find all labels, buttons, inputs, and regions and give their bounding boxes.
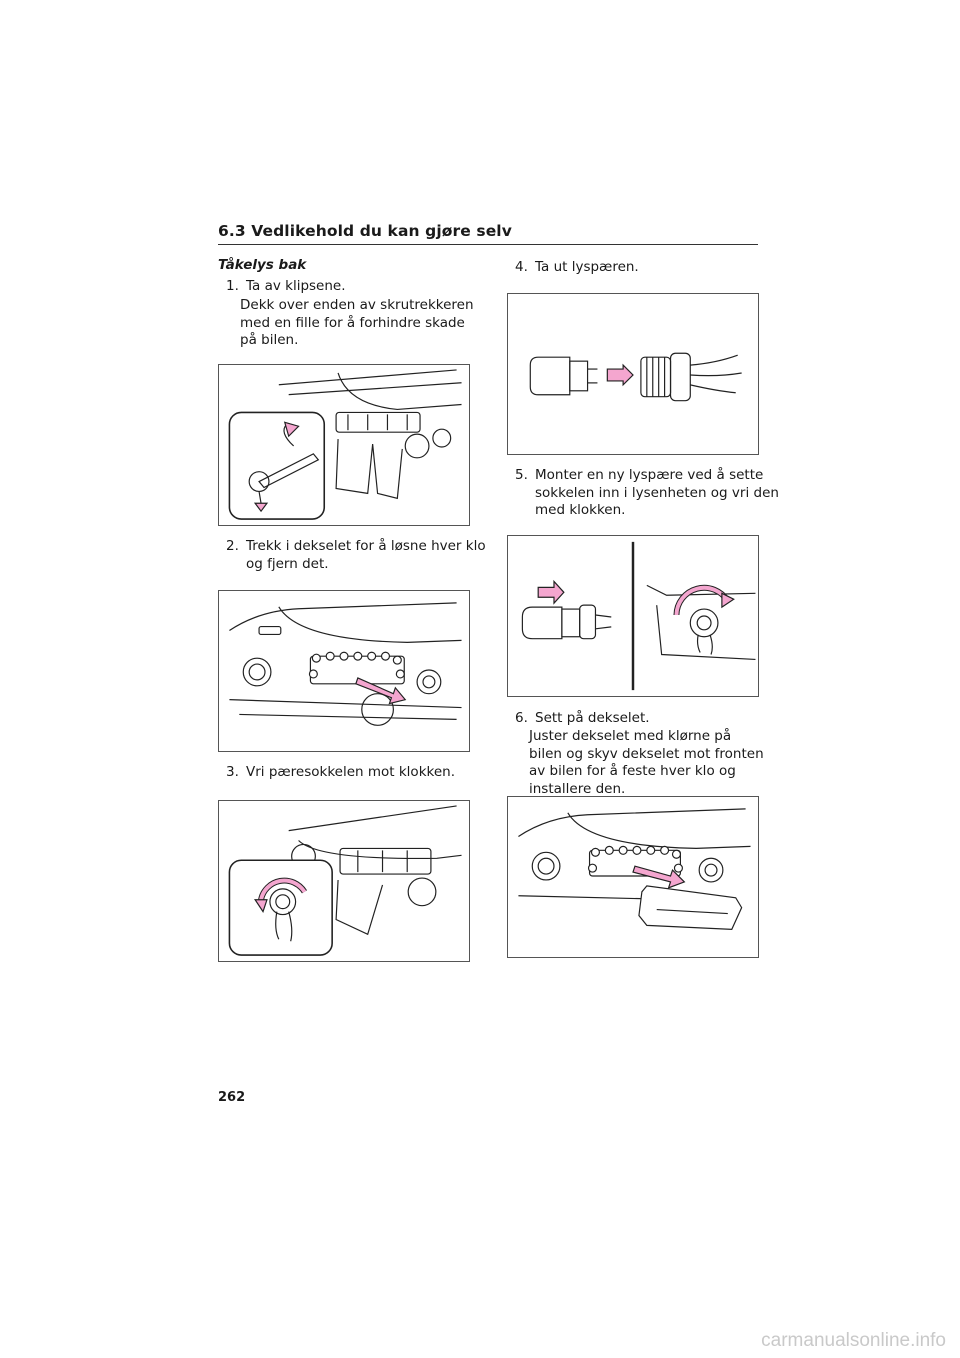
- step-3: 3. Vri pæresokkelen mot klokken.: [226, 764, 496, 782]
- step-text: Sett på dekselet.: [535, 710, 650, 726]
- step-6: 6. Sett på dekselet.: [515, 710, 785, 728]
- header-rule: [218, 244, 758, 245]
- watermark: carmanualsonline.info: [761, 1330, 946, 1351]
- figure-remove-cover: [218, 590, 470, 752]
- step-number: 5.: [515, 467, 528, 483]
- step-6-note: Juster dekselet med klørne på bilen og s…: [529, 728, 764, 797]
- page-number: 262: [218, 1090, 246, 1105]
- figure-remove-clips: [218, 364, 470, 526]
- step-2: 2. Trekk i dekselet for å løsne hver klo …: [226, 538, 496, 573]
- step-text: Ta ut lyspæren.: [535, 259, 639, 275]
- step-text: Monter en ny lyspære ved å sette sokkele…: [535, 467, 779, 518]
- step-text: Vri pæresokkelen mot klokken.: [246, 764, 455, 780]
- figure-remove-bulb: [507, 293, 759, 455]
- step-1: 1. Ta av klipsene.: [226, 278, 496, 296]
- figure-install-cover: [507, 796, 759, 958]
- step-number: 3.: [226, 764, 239, 780]
- step-number: 4.: [515, 259, 528, 275]
- step-text: Trekk i dekselet for å løsne hver klo og…: [246, 538, 486, 572]
- step-1-note: Dekk over enden av skrutrekkeren med en …: [240, 297, 474, 348]
- step-text: Ta av klipsene.: [246, 278, 346, 294]
- figure-install-bulb: [507, 535, 759, 697]
- step-4: 4. Ta ut lyspæren.: [515, 259, 785, 277]
- step-5: 5. Monter en ny lyspære ved å sette sokke…: [515, 467, 785, 520]
- step-number: 2.: [226, 538, 239, 554]
- section-heading: Tåkelys bak: [218, 257, 307, 273]
- step-number: 1.: [226, 278, 239, 294]
- section-title: 6.3 Vedlikehold du kan gjøre selv: [218, 222, 512, 240]
- step-number: 6.: [515, 710, 528, 726]
- figure-turn-socket: [218, 800, 470, 962]
